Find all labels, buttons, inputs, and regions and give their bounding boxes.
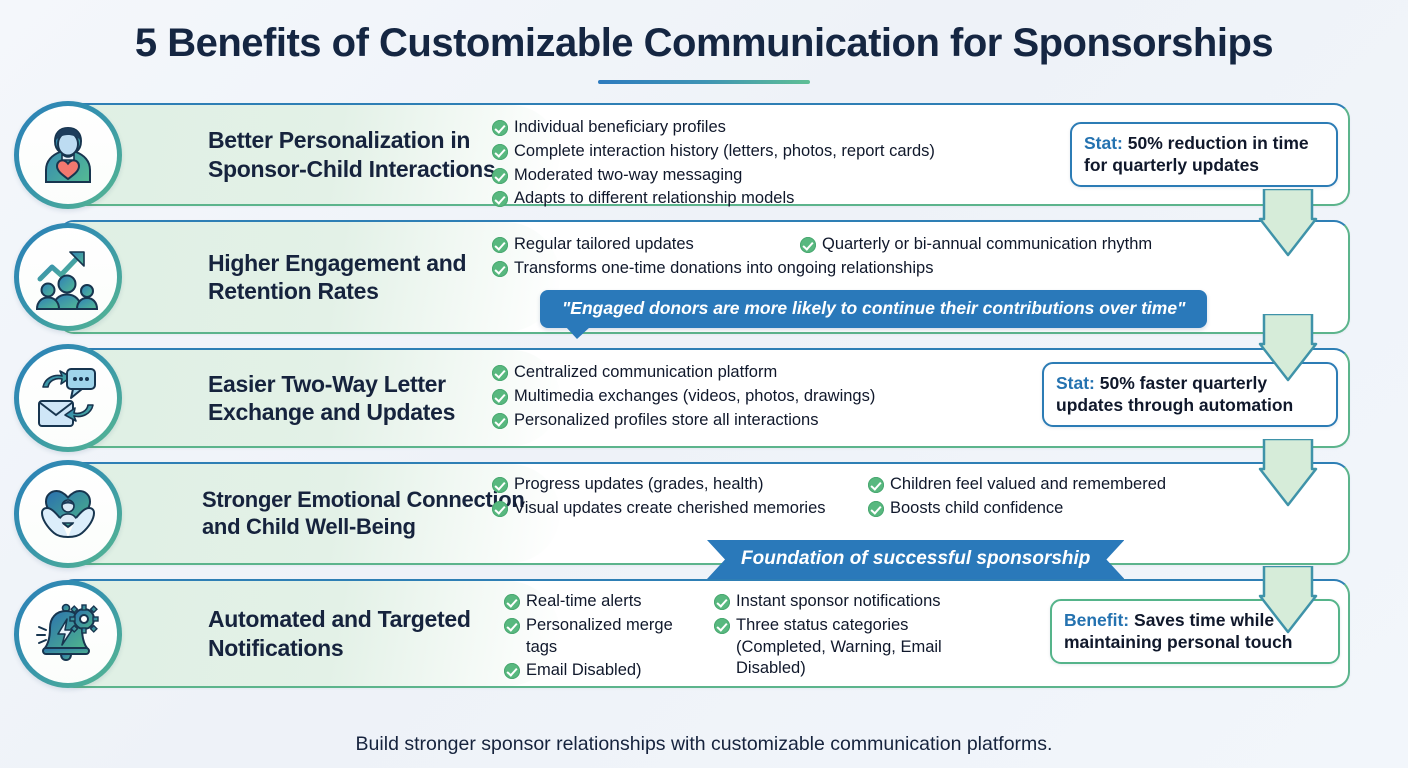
benefit-callout-5-lead: Benefit:	[1064, 610, 1130, 630]
check-icon	[492, 120, 508, 136]
person-with-heart-icon	[14, 101, 122, 209]
list-item: Three status categories (Completed, Warn…	[714, 614, 952, 681]
benefit-row-1-heading: Better Personalization in Sponsor-Child …	[208, 127, 496, 182]
benefit-row-1-bullets: Individual beneficiary profiles Complete…	[492, 114, 1338, 211]
benefit-row-1-left: Better Personalization in Sponsor-Child …	[19, 105, 560, 204]
benefit-row-5-left: Automated and Targeted Notifications	[19, 581, 560, 686]
benefit-row-2-left: Higher Engagement and Retention Rates	[19, 222, 560, 332]
bell-gear-bolt-icon	[14, 580, 122, 688]
list-item: Email Disabled)	[504, 659, 696, 683]
check-icon	[800, 237, 816, 253]
check-icon	[504, 663, 520, 680]
benefit-row-5[interactable]: Automated and Targeted Notifications Rea…	[19, 579, 1350, 688]
benefit-row-2-right: Regular tailored updates Quarterly or bi…	[492, 222, 1348, 339]
benefit-row-3[interactable]: Easier Two-Way Letter Exchange and Updat…	[19, 348, 1350, 448]
list-item: Visual updates create cherished memories	[492, 497, 850, 521]
stat-callout-1-lead: Stat:	[1084, 133, 1123, 153]
list-item: Quarterly or bi-annual communication rhy…	[800, 233, 1152, 257]
list-item: Adapts to different relationship models	[492, 187, 1338, 211]
check-icon	[504, 594, 520, 610]
list-item: Personalized profiles store all interact…	[492, 409, 1338, 433]
list-item: Individual beneficiary profiles	[492, 116, 1338, 140]
benefit-row-4[interactable]: Stronger Emotional Connection and Child …	[19, 462, 1350, 565]
check-icon	[492, 412, 508, 429]
benefit-row-2[interactable]: Higher Engagement and Retention Rates Re…	[19, 220, 1350, 339]
benefit-row-1-right: Individual beneficiary profiles Complete…	[492, 105, 1348, 208]
letter-exchange-icon	[14, 344, 122, 452]
benefit-row-4-right: Progress updates (grades, health) Visual…	[492, 464, 1348, 563]
check-icon	[714, 617, 730, 634]
benefit-row-4-bullets: Progress updates (grades, health) Visual…	[492, 473, 1166, 521]
check-icon	[868, 500, 884, 517]
list-item: Centralized communication platform	[492, 361, 1338, 385]
benefit-row-3-bullets: Centralized communication platform Multi…	[492, 359, 1338, 432]
benefit-row-3-left: Easier Two-Way Letter Exchange and Updat…	[19, 349, 560, 447]
quote-banner-2: "Engaged donors are more likely to conti…	[540, 290, 1208, 339]
check-icon	[492, 365, 508, 381]
benefit-row-1[interactable]: Better Personalization in Sponsor-Child …	[19, 103, 1350, 208]
list-item: Children feel valued and remembered	[868, 473, 1166, 497]
check-icon	[868, 477, 884, 493]
list-item: Regular tailored updates	[492, 233, 784, 257]
benefit-row-2-heading: Higher Engagement and Retention Rates	[208, 249, 467, 304]
check-icon	[492, 260, 508, 277]
bullet-column-2: Children feel valued and remembered Boos…	[868, 473, 1166, 521]
bullet-column-2: Instant sponsor notifications Three stat…	[714, 590, 952, 683]
list-item: Personalized merge tags	[504, 614, 696, 660]
check-icon	[492, 477, 508, 493]
list-item: Multimedia exchanges (videos, photos, dr…	[492, 385, 1338, 409]
list-item: Instant sponsor notifications	[714, 590, 952, 614]
stat-callout-3-text: 50% faster quarterly updates through aut…	[1056, 373, 1294, 416]
check-icon	[492, 237, 508, 253]
benefits-list: Better Personalization in Sponsor-Child …	[19, 103, 1350, 702]
list-item: Moderated two-way messaging	[492, 164, 1338, 188]
check-icon	[714, 594, 730, 610]
title-accent-rule	[598, 80, 810, 84]
list-item: Complete interaction history (letters, p…	[492, 140, 1338, 164]
benefit-callout-5: Benefit: Saves time while maintaining pe…	[1050, 599, 1340, 665]
check-icon	[492, 500, 508, 517]
benefit-row-2-bullets: Regular tailored updates Quarterly or bi…	[492, 231, 1338, 281]
check-icon	[492, 167, 508, 184]
title-block: 5 Benefits of Customizable Communication…	[0, 0, 1408, 84]
stat-callout-3: Stat: 50% faster quarterly updates throu…	[1042, 362, 1338, 428]
heart-in-hands-icon	[14, 460, 122, 568]
footer-text: Build stronger sponsor relationships wit…	[355, 733, 1053, 755]
stat-callout-1-text: 50% reduction in time for quarterly upda…	[1084, 133, 1309, 176]
benefit-row-5-right: Real-time alerts Personalized merge tags…	[492, 581, 1348, 686]
list-item: Real-time alerts	[504, 590, 696, 614]
bullet-column-1: Progress updates (grades, health) Visual…	[492, 473, 850, 521]
bullet-column-1: Real-time alerts Personalized merge tags…	[504, 590, 696, 683]
check-icon	[492, 388, 508, 405]
growth-chart-people-icon	[14, 223, 122, 331]
stat-callout-3-lead: Stat:	[1056, 373, 1095, 393]
check-icon	[492, 143, 508, 160]
benefit-row-4-heading: Stronger Emotional Connection and Child …	[202, 486, 525, 539]
benefit-row-3-right: Centralized communication platform Multi…	[492, 350, 1348, 446]
check-icon	[504, 617, 520, 634]
stat-callout-1: Stat: 50% reduction in time for quarterl…	[1070, 122, 1338, 188]
benefit-row-5-heading: Automated and Targeted Notifications	[208, 606, 471, 661]
list-item: Transforms one-time donations into ongoi…	[492, 257, 1338, 281]
benefit-row-4-left: Stronger Emotional Connection and Child …	[19, 464, 560, 563]
check-icon	[492, 191, 508, 208]
benefit-row-5-bullets: Real-time alerts Personalized merge tags…	[492, 590, 952, 683]
list-item: Progress updates (grades, health)	[492, 473, 850, 497]
ribbon-banner-4: Foundation of successful sponsorship	[707, 540, 1124, 579]
list-item: Boosts child confidence	[868, 497, 1166, 521]
benefit-callout-5-text: Saves time while maintaining personal to…	[1064, 610, 1293, 653]
page-title: 5 Benefits of Customizable Communication…	[134, 21, 1274, 65]
benefit-row-3-heading: Easier Two-Way Letter Exchange and Updat…	[208, 370, 456, 425]
